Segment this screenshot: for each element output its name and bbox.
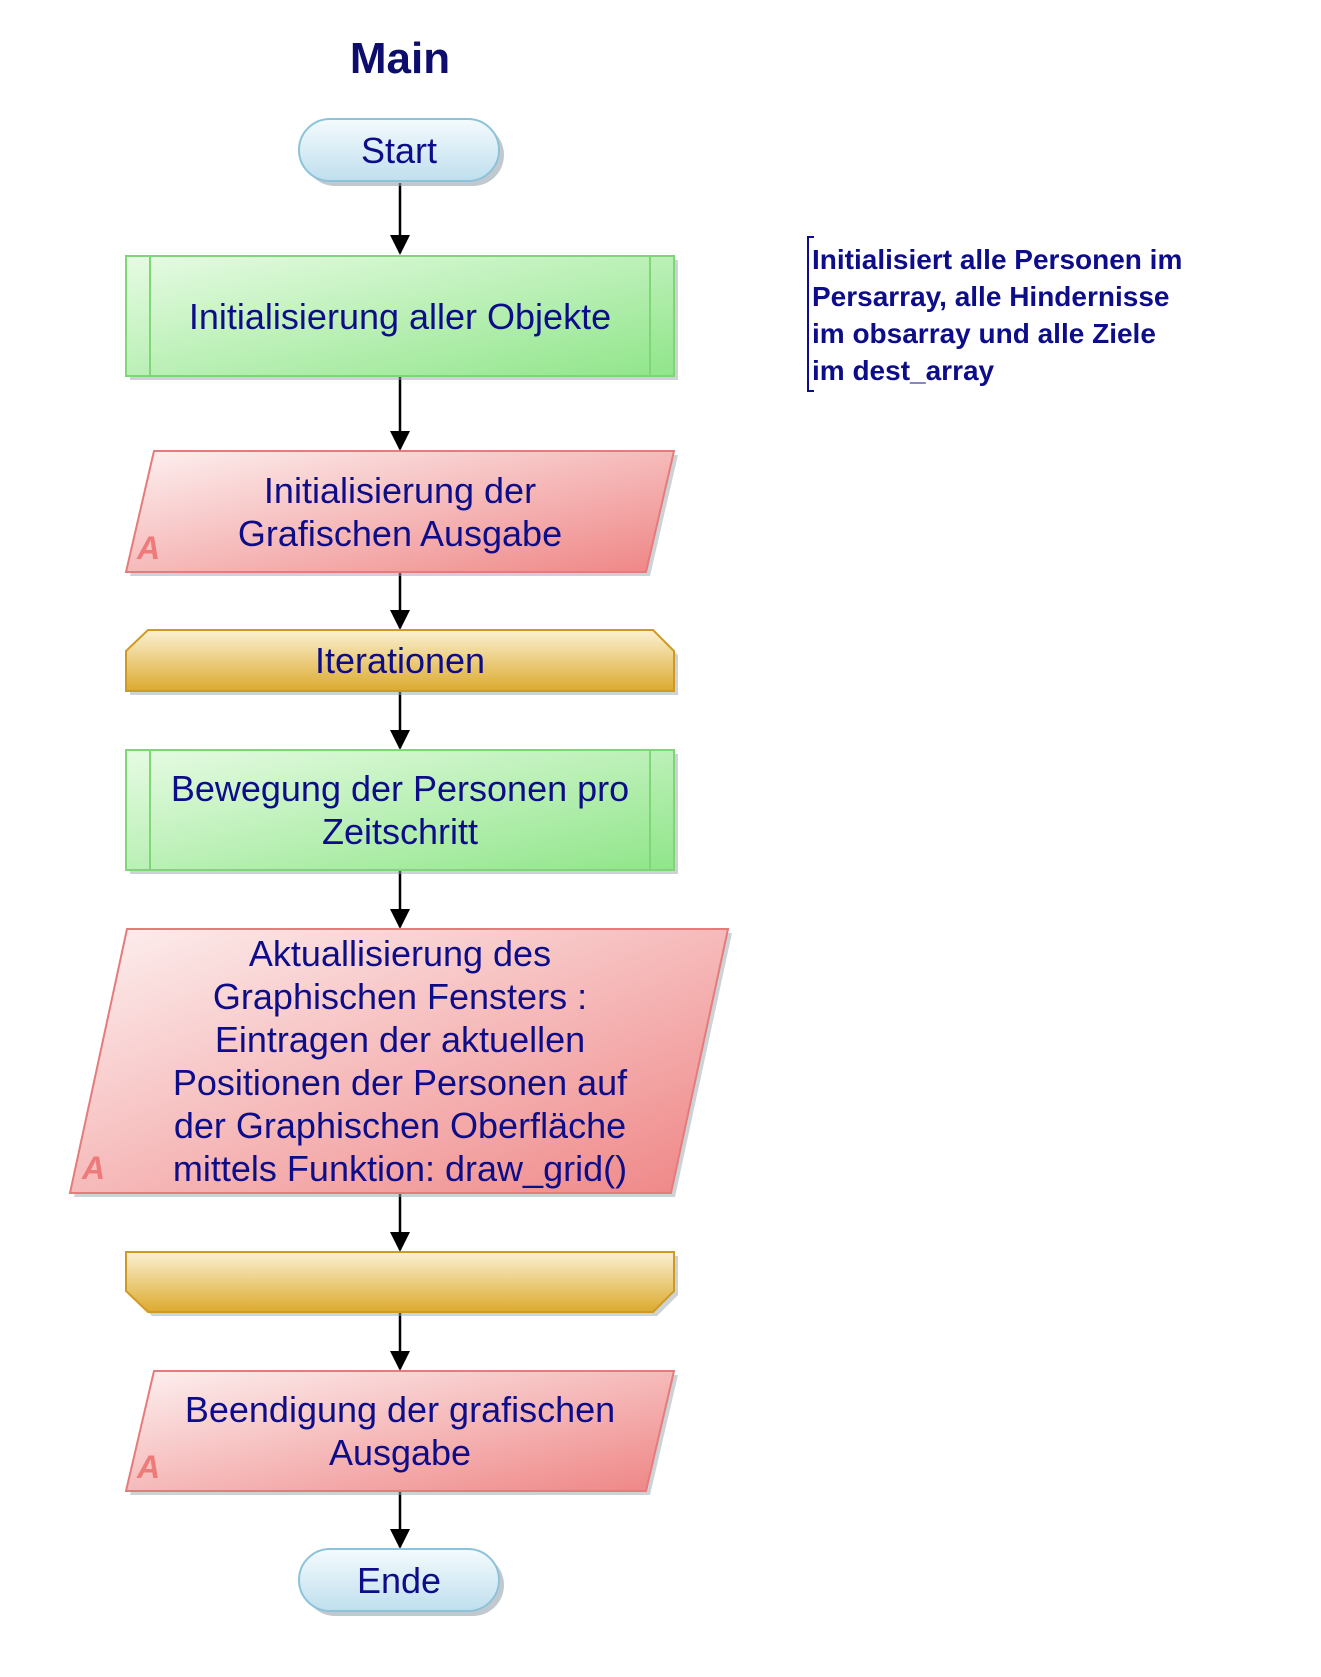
init-graphics-line: Initialisierung der — [263, 469, 537, 511]
comment-line: Persarray, alle Hindernisse — [812, 281, 1170, 312]
loop-end — [125, 1251, 678, 1316]
io-marker-init-graphics: A — [137, 530, 161, 566]
end-label: Ende — [299, 1549, 499, 1611]
start-label: Start — [299, 119, 499, 181]
end-graphics-line: Ausgabe — [328, 1432, 472, 1473]
end-graphics-label: Beendigung der grafischen Ausgabe — [150, 1371, 650, 1491]
movement-label: Bewegung der Personen pro Zeitschritt — [150, 750, 650, 870]
init-graphics-line: Grafischen Ausgabe — [237, 512, 563, 554]
comment-bracket — [807, 236, 814, 392]
comment-line: Initialisiert alle Personen im — [812, 244, 1183, 275]
start-terminal — [298, 118, 504, 186]
end-label-text: Ende — [356, 1559, 442, 1601]
comment-annotation: Initialisiert alle Personen im Persarray… — [812, 241, 1292, 389]
comment-line: im dest_array — [812, 355, 995, 386]
movement-line: Zeitschritt — [321, 811, 479, 852]
start-label-text: Start — [360, 129, 438, 171]
update-window-line: Aktuallisierung des — [248, 933, 552, 974]
init-graphics-label: Initialisierung der Grafischen Ausgabe — [150, 451, 650, 572]
loop-start-iterationen — [125, 629, 678, 695]
update-window-label: Aktuallisierung des Graphischen Fensters… — [130, 929, 670, 1193]
io-marker-update-window: A — [82, 1150, 106, 1186]
update-window-line: der Graphischen Oberfläche — [173, 1105, 627, 1146]
end-graphics-line: Beendigung der grafischen — [184, 1389, 616, 1430]
end-terminal — [298, 1548, 504, 1616]
io-update-window — [68, 928, 732, 1197]
diagram-title: Main — [349, 34, 451, 83]
init-objects-label-text: Initialisierung aller Objekte — [188, 295, 612, 337]
io-marker-end-graphics: A — [137, 1449, 161, 1485]
loop-start-label-text: Iterationen — [314, 640, 486, 681]
comment-line: im obsarray und alle Ziele — [812, 318, 1156, 349]
update-window-line: Graphischen Fensters : — [212, 976, 588, 1017]
io-end-graphics — [124, 1370, 678, 1495]
update-window-line: mittels Funktion: draw_grid() — [172, 1148, 628, 1189]
init-objects-label: Initialisierung aller Objekte — [150, 256, 650, 376]
movement-line: Bewegung der Personen pro — [170, 768, 630, 809]
io-init-graphics — [124, 450, 678, 576]
process-init-objects — [125, 255, 678, 380]
loop-start-label: Iterationen — [126, 630, 674, 691]
update-window-line: Eintragen der aktuellen — [214, 1019, 586, 1060]
process-movement — [125, 749, 678, 874]
update-window-line: Positionen der Personen auf — [172, 1062, 628, 1103]
